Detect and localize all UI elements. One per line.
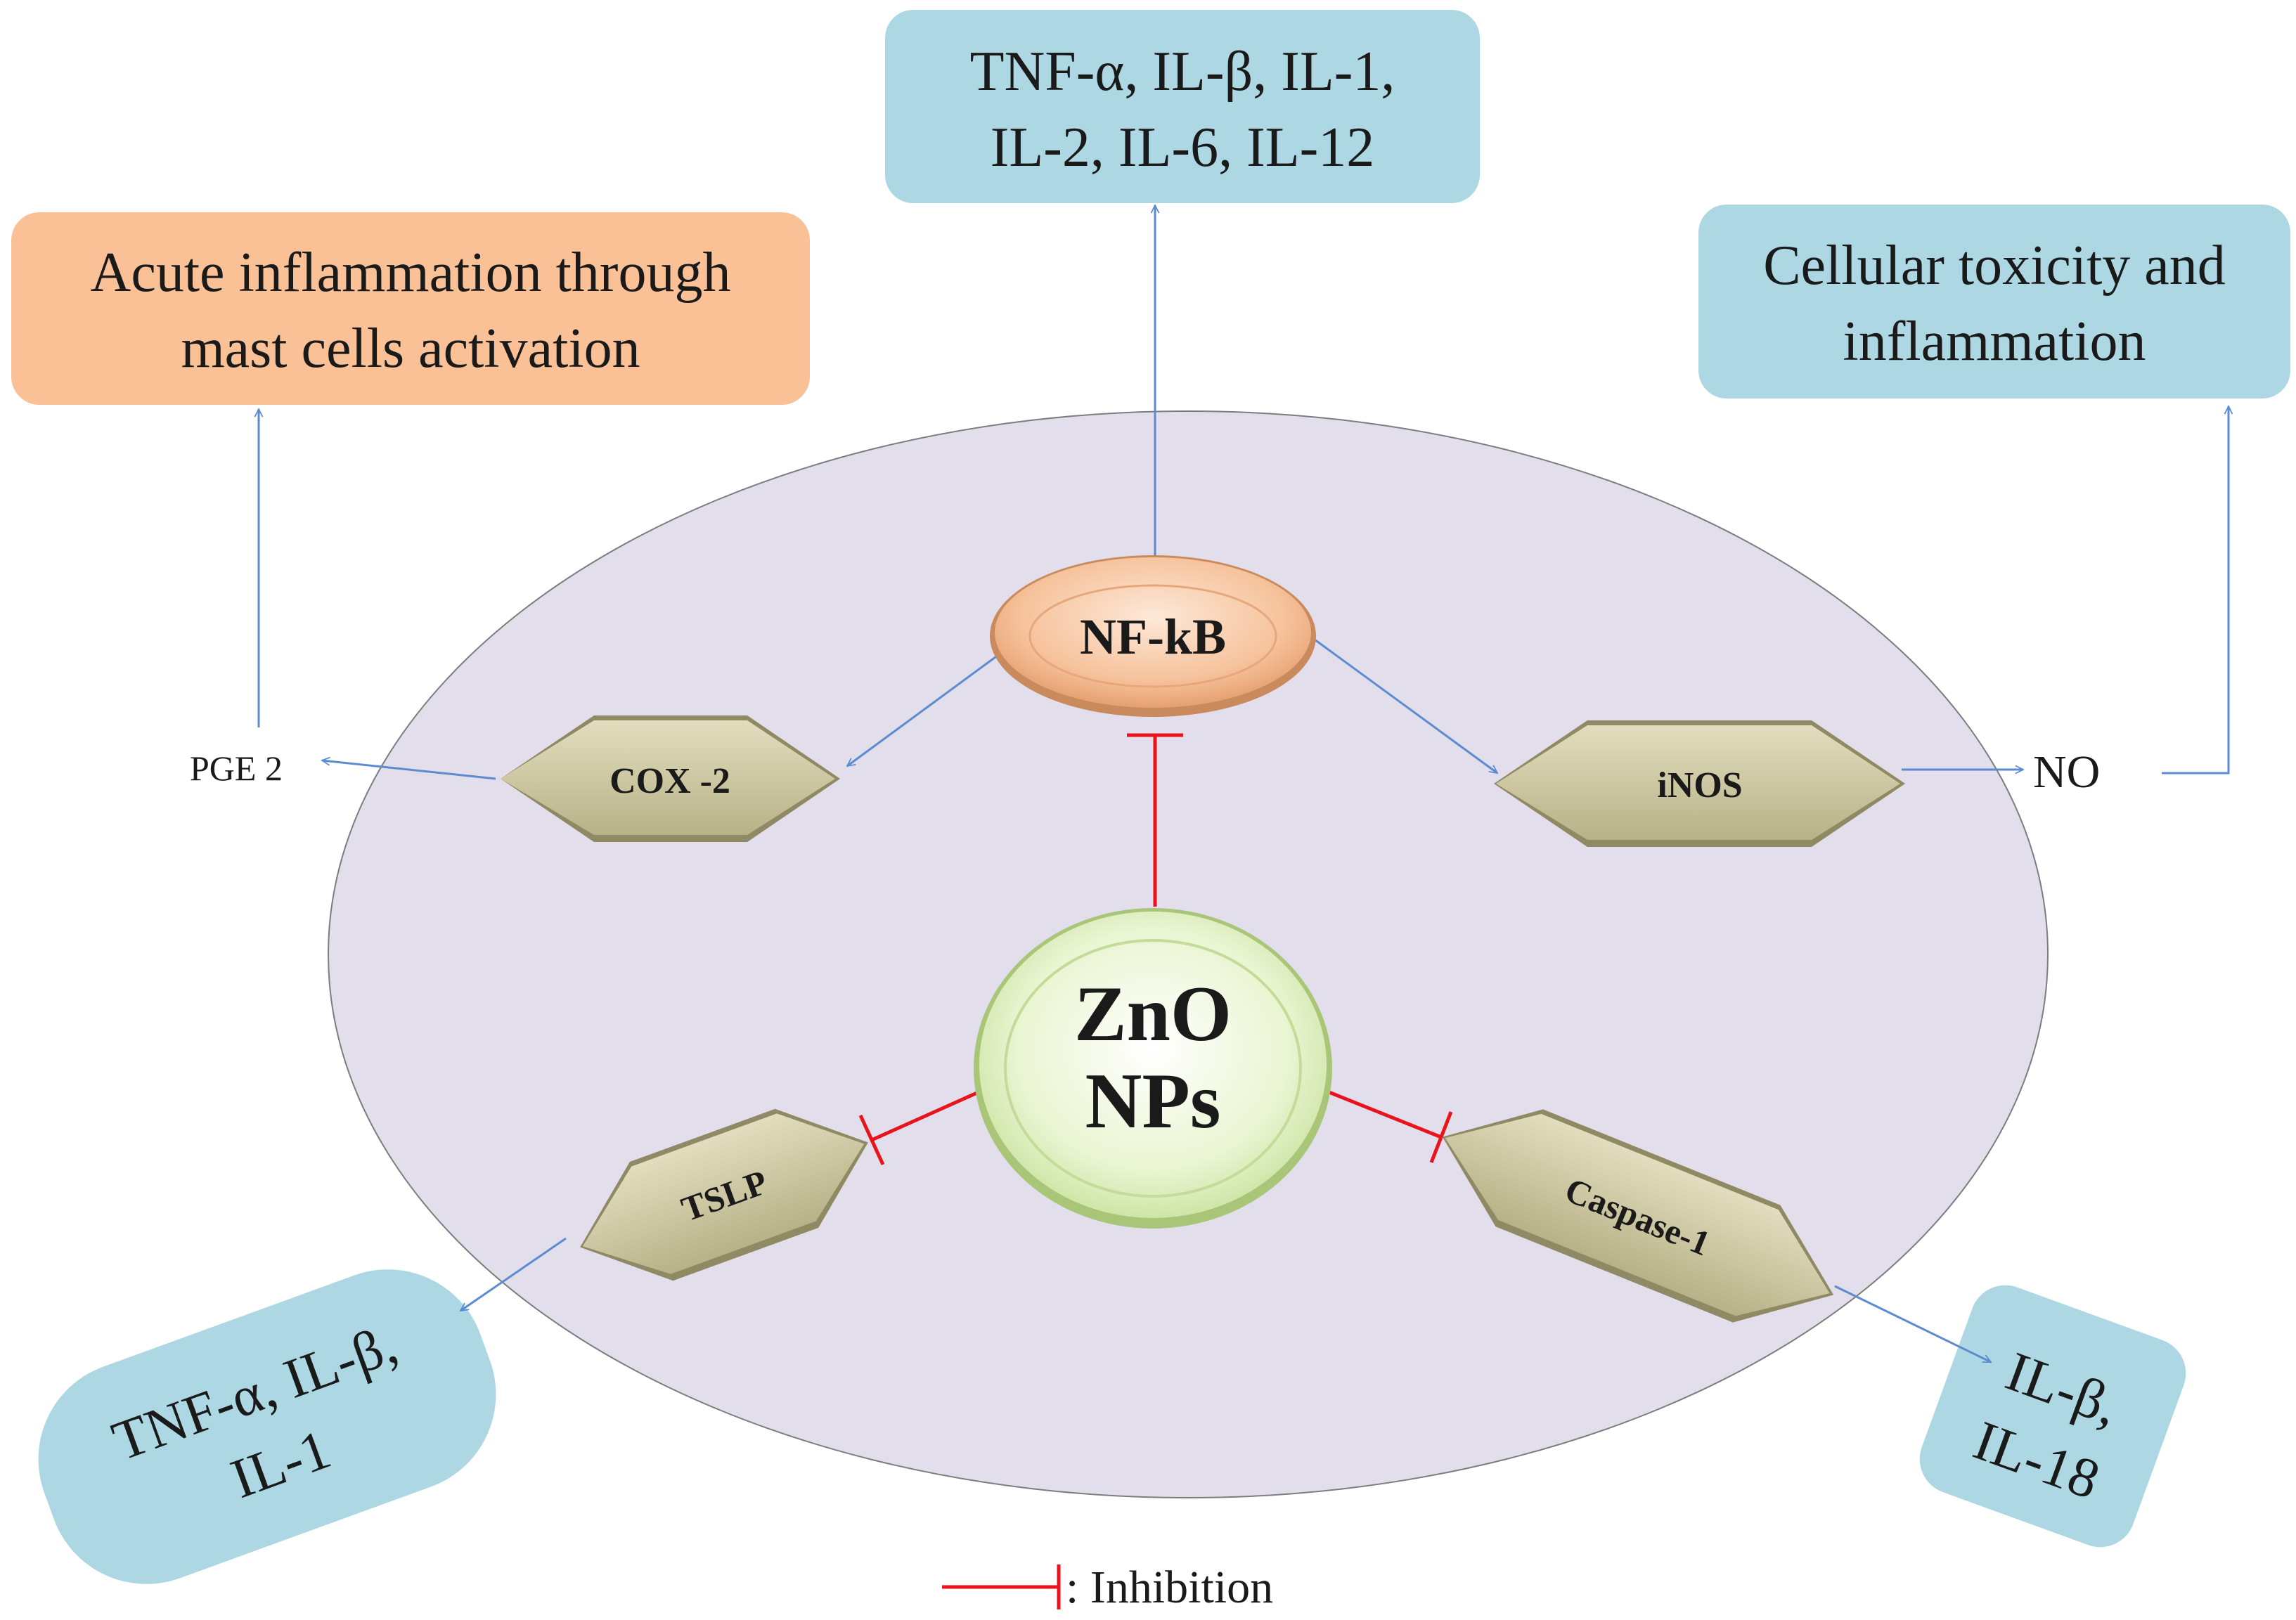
arrow-nfkb-to-inos <box>1314 638 1497 775</box>
legend-inhibition-label: : Inhibition <box>1066 1562 1273 1613</box>
tslp-node: TSLP <box>580 1108 868 1281</box>
inos-label: iNOS <box>1657 765 1742 805</box>
cellular-toxicity-line1: Cellular toxicity and <box>1763 235 2226 297</box>
cytokines-bottom-right-box <box>1919 1285 2186 1548</box>
arrow-nfkb-to-cox2 <box>847 654 999 767</box>
cox2-node: COX -2 <box>501 715 840 842</box>
cellular-toxicity-line2: inflammation <box>1843 311 2146 372</box>
cytokines-top-box <box>885 10 1480 203</box>
arrow-cox2-to-pge2 <box>322 760 496 780</box>
cytokines-bottom-left-group: TNF-α, IL-β, IL-1 <box>38 1269 496 1584</box>
acute-inflammation-line1: Acute inflammation through <box>91 242 731 304</box>
legend-inhibition-symbol <box>942 1564 1061 1609</box>
acute-inflammation-line2: mast cells activation <box>181 318 640 380</box>
inhibition-zno-to-tslp <box>858 1084 994 1166</box>
nfkb-node: NF-kB <box>990 555 1316 717</box>
nfkb-label: NF-kB <box>1080 609 1226 665</box>
inos-node: iNOS <box>1494 720 1905 847</box>
cellular-toxicity-box <box>1698 205 2290 398</box>
zno-label-line1: ZnO <box>1074 971 1232 1058</box>
arrow-caspase1-to-cytokines-bottom-right <box>1834 1285 1991 1363</box>
cytokines-bottom-right-group: IL-β, IL-18 <box>1919 1285 2186 1548</box>
arrow-no-to-cellular-toxicity <box>2162 406 2229 775</box>
cytokines-top-line2: IL-2, IL-6, IL-12 <box>991 117 1374 179</box>
cytokines-bottom-left-box <box>38 1269 496 1584</box>
cytokines-top-line1: TNF-α, IL-β, IL-1, <box>970 41 1395 103</box>
inhibition-zno-to-caspase1 <box>1313 1084 1453 1163</box>
no-label: NO <box>2033 746 2100 798</box>
caspase1-node: Caspase-1 <box>1442 1109 1834 1323</box>
inhibition-zno-to-nfkb <box>1127 733 1183 907</box>
cox2-label: COX -2 <box>610 761 730 801</box>
arrow-tslp-to-cytokines-bottom-left <box>460 1237 567 1312</box>
zno-label-line2: NPs <box>1085 1058 1221 1145</box>
pge2-label: PGE 2 <box>190 749 283 788</box>
zno-node: ZnO NPs <box>974 908 1332 1229</box>
acute-inflammation-box <box>11 212 810 405</box>
